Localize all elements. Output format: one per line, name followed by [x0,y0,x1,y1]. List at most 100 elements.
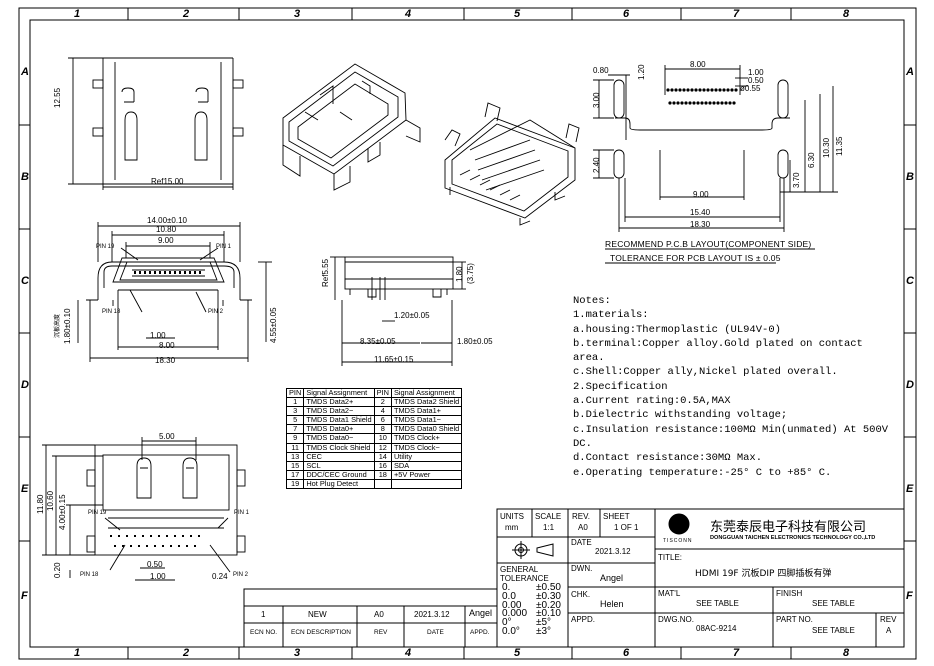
front-view-total-height-dim: 4.55±0.05 [269,307,278,343]
matl-value: SEE TABLE [696,599,739,608]
note-line: 1.materials: [573,309,649,322]
bottom-view-width-dim: 5.00 [159,432,175,441]
drawing-notes: Notes:1.materials: a.housing:Thermoplast… [573,294,888,480]
pin-number-cell: 15 [285,460,305,471]
units-value: mm [505,523,519,532]
tolerance-row: 0.000±0.10 [502,608,561,620]
signal-cell: TMDS Clock Shield [303,442,375,453]
bottom-view-d3-dim: 0.20 [53,562,62,578]
pin-number-cell: 7 [285,424,305,435]
tolerance-row: 0.±0.50 [502,583,561,593]
finish-value: SEE TABLE [812,599,855,608]
pin-number-cell: 19 [285,478,305,490]
pin-number-cell: 11 [285,442,305,453]
pcb-dim-1540: 15.40 [690,208,711,217]
rev2-value: A [886,626,892,635]
pcb-dim-800: 8.00 [690,60,706,69]
tolerance-value: ±5° [536,617,552,629]
title-block-lines [243,508,905,648]
pin-number-cell: 12 [373,442,392,453]
pin-number-cell: 5 [285,415,305,426]
revision-header-description: ECN DESCRIPTION [291,629,351,636]
pcb-dim-240: 2.40 [592,157,601,173]
front-view-pin2-label: PIN 2 [208,309,224,315]
note-line: d.Contact resistance:30MΩ Max. [573,452,763,465]
note-line: b.Dielectric withstanding voltage; [573,409,788,422]
pcb-dim-1830: 18.30 [690,220,711,229]
scale-label: SCALE [535,512,562,521]
sheet-value: 1 OF 1 [614,523,639,532]
tolerance-value: ±0.20 [536,599,561,611]
signal-cell: TMDS Data1− [390,415,463,426]
bottom-view-h3-dim: 4.00±0.15 [58,494,67,530]
pin-number-cell: 2 [373,397,392,408]
zone-row-b: B [21,171,29,183]
pcb-layout-view [593,65,838,264]
revision-header-date: DATE [427,629,444,636]
revision-appd: Angel [469,608,493,618]
front-view-cn-note: 沉板高度 [55,313,61,338]
bottom-view-pin19-label: PIN 19 [88,510,107,516]
dwg-value: 08AC-9214 [696,624,737,633]
zone-col-3-bottom: 3 [294,647,301,659]
chk-value: Helen [600,599,624,609]
side-view [330,256,466,366]
tolerance-precision: 0.0° [502,625,520,637]
rev2-label: REV [880,615,897,624]
note-line: 2.Specification [573,380,668,393]
zone-row-f-right: F [906,590,913,602]
front-view-w3-dim: 9.00 [158,236,174,245]
company-logo-text: TISCONN [663,538,693,544]
tolerance-row: 0.0° ±3° [502,625,561,637]
pin-number-cell: 4 [373,406,392,417]
pcb-dim-370: 3.70 [792,172,801,188]
signal-cell: TMDS Clock+ [390,433,463,444]
pcb-dim-1135: 11.35 [835,136,844,156]
front-view-d2-dim: 8.00 [159,341,175,350]
tolerance-precision: 0° [502,617,512,629]
part-value: SEE TABLE [812,626,855,635]
bottom-view-pin1-label: PIN 1 [234,510,250,516]
front-view-pin18-label: PIN 18 [102,309,121,315]
note-line: b.terminal:Copper alloy.Gold plated on c… [573,337,863,350]
zone-col-2: 2 [183,8,190,20]
signal-cell: TMDS Data0 Shield [390,424,463,435]
bottom-view-pin2-label: PIN 2 [233,572,249,578]
pcb-layout-title: RECOMMEND P.C.B LAYOUT(COMPONENT SIDE) [605,239,812,249]
zone-row-f: F [21,590,28,602]
drawing-title: HDMI 19F 沉板DIP 四脚插板有弹 [695,569,832,579]
bottom-view-d1-dim: 0.50 [147,560,163,569]
pcb-dim-120: 1.20 [637,64,646,80]
signal-cell: SDA [390,460,463,471]
zone-col-7: 7 [733,8,740,20]
signal-cell: +5V Power [390,469,463,480]
pcb-dim-300: 3.00 [592,92,601,108]
front-view [77,222,272,362]
zone-row-e-right: E [906,483,914,495]
bottom-view-d2-dim: 1.00 [150,572,166,581]
revision-rev: A0 [374,610,384,619]
pin-number-cell: 3 [285,406,305,417]
side-view-h1-dim: 1.80 [455,266,464,282]
dwn-label: DWN. [571,564,593,573]
tolerance-value: ±0.10 [536,608,561,620]
signal-cell: TMDS Data0− [303,433,375,444]
zone-col-6: 6 [623,8,630,20]
pcb-dim-900: 9.00 [693,190,709,199]
pin-number-cell: 17 [285,469,305,480]
signal-cell: Hot Plug Detect [303,478,375,490]
pin-number-cell: 18 [373,469,392,480]
zone-col-4: 4 [405,8,412,20]
tolerance-value: ±3° [536,625,552,637]
top-view-height-dim: 12.55 [53,87,62,108]
tolerance-row: 0° ±5° [502,617,561,629]
pin-number-cell [373,478,392,490]
dwg-label: DWG.NO. [658,615,694,624]
